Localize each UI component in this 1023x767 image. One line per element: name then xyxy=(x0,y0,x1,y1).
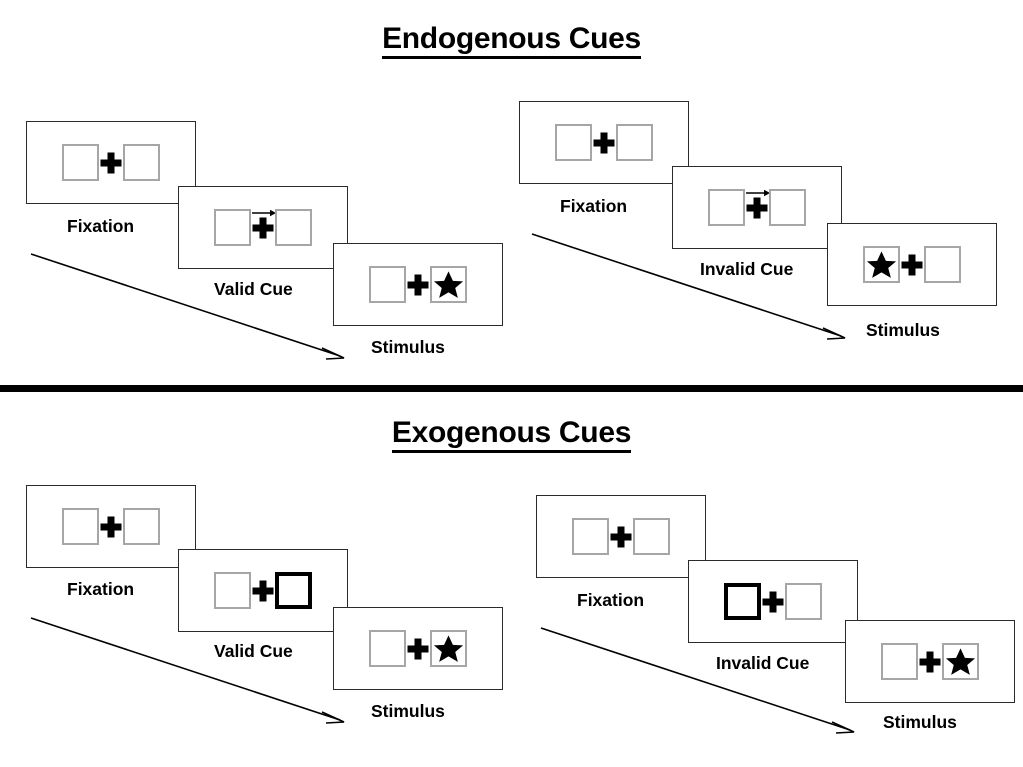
panel-caption-fixation: Fixation xyxy=(67,216,135,236)
star-icon xyxy=(433,270,464,298)
placeholder-box-left xyxy=(369,630,406,667)
placeholder-box-right xyxy=(275,209,312,246)
trial-panel-fixation xyxy=(536,495,706,578)
panel-stimuli-row xyxy=(369,630,467,667)
placeholder-box-left xyxy=(708,189,745,226)
arrow-right-icon xyxy=(252,209,277,217)
panel-stimuli-row xyxy=(724,583,822,620)
plus-icon xyxy=(406,630,430,667)
placeholder-box-left xyxy=(369,266,406,303)
panel-stimuli-row xyxy=(572,518,670,555)
placeholder-box-right xyxy=(616,124,653,161)
panel-stimuli-row xyxy=(62,144,160,181)
plus-icon xyxy=(761,583,785,620)
star-icon xyxy=(433,634,464,662)
panel-caption-stimulus: Stimulus xyxy=(371,337,445,357)
panel-stimuli-row xyxy=(881,643,979,680)
placeholder-box-left xyxy=(881,643,918,680)
plus-icon xyxy=(592,124,616,161)
trial-panel-valid-cue xyxy=(178,549,348,632)
section-divider xyxy=(0,385,1023,392)
placeholder-box-left xyxy=(572,518,609,555)
panel-caption-invalid-cue: Invalid Cue xyxy=(716,653,810,673)
plus-icon xyxy=(99,508,123,545)
panel-stimuli-row xyxy=(62,508,160,545)
panel-caption-invalid-cue: Invalid Cue xyxy=(700,259,794,279)
plus-icon xyxy=(900,246,924,283)
panel-caption-fixation: Fixation xyxy=(560,196,628,216)
trial-panel-fixation xyxy=(26,485,196,568)
panel-stimuli-row xyxy=(863,246,961,283)
placeholder-box-right xyxy=(633,518,670,555)
panel-stimuli-row xyxy=(369,266,467,303)
trial-panel-fixation xyxy=(519,101,689,184)
plus-icon xyxy=(99,144,123,181)
trial-panel-stimulus xyxy=(845,620,1015,703)
placeholder-box-right-cued xyxy=(275,572,312,609)
plus-icon xyxy=(609,518,633,555)
star-icon xyxy=(945,647,976,675)
plus-icon xyxy=(251,209,277,246)
section-title-endogenous-text: Endogenous Cues xyxy=(382,24,641,59)
star-icon xyxy=(866,250,897,278)
panel-stimuli-row xyxy=(214,572,312,609)
placeholder-box-right xyxy=(924,246,961,283)
section-title-exogenous-text: Exogenous Cues xyxy=(391,418,631,453)
trial-panel-invalid-cue xyxy=(672,166,842,249)
plus-icon xyxy=(406,266,430,303)
trial-panel-invalid-cue xyxy=(688,560,858,643)
panel-caption-fixation: Fixation xyxy=(577,590,645,610)
placeholder-box-left xyxy=(555,124,592,161)
plus-icon xyxy=(251,572,275,609)
trial-panel-stimulus xyxy=(333,243,503,326)
trial-panel-valid-cue xyxy=(178,186,348,269)
placeholder-box-left-cued xyxy=(724,583,761,620)
placeholder-box-left-target xyxy=(863,246,900,283)
panel-caption-stimulus: Stimulus xyxy=(866,320,940,340)
panel-stimuli-row xyxy=(708,189,806,226)
placeholder-box-right xyxy=(123,508,160,545)
panel-caption-fixation: Fixation xyxy=(67,579,135,599)
panel-caption-valid-cue: Valid Cue xyxy=(214,641,293,661)
panel-caption-stimulus: Stimulus xyxy=(883,712,957,732)
plus-icon xyxy=(745,189,771,226)
placeholder-box-left xyxy=(62,144,99,181)
placeholder-box-left xyxy=(214,572,251,609)
section-title-exogenous: Exogenous Cues xyxy=(0,418,1023,453)
panel-caption-valid-cue: Valid Cue xyxy=(214,279,293,299)
placeholder-box-right-target xyxy=(430,630,467,667)
placeholder-box-right xyxy=(785,583,822,620)
trial-panel-stimulus xyxy=(333,607,503,690)
trial-panel-stimulus xyxy=(827,223,997,306)
trial-panel-fixation xyxy=(26,121,196,204)
arrow-right-icon xyxy=(746,189,771,197)
plus-icon xyxy=(918,643,942,680)
placeholder-box-right-target xyxy=(430,266,467,303)
placeholder-box-right-target xyxy=(942,643,979,680)
panel-stimuli-row xyxy=(214,209,312,246)
placeholder-box-left xyxy=(214,209,251,246)
panel-caption-stimulus: Stimulus xyxy=(371,701,445,721)
placeholder-box-right xyxy=(123,144,160,181)
placeholder-box-right xyxy=(769,189,806,226)
panel-stimuli-row xyxy=(555,124,653,161)
placeholder-box-left xyxy=(62,508,99,545)
section-title-endogenous: Endogenous Cues xyxy=(0,24,1023,59)
